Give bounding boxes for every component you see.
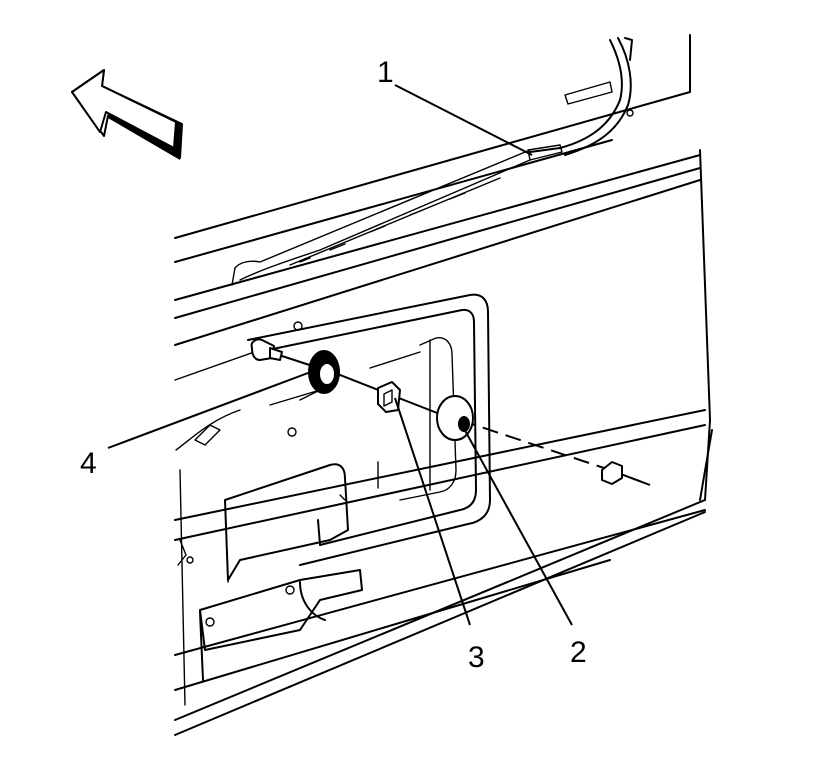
fastener-assembly — [250, 338, 651, 486]
callout-1: 1 — [377, 56, 394, 89]
seal-washer — [308, 350, 340, 394]
upper-weatherstrip — [231, 37, 633, 286]
callout-4: 4 — [80, 447, 97, 480]
callout-2: 2 — [570, 636, 587, 669]
lower-bracket — [177, 109, 634, 681]
liftgate-panel — [174, 34, 713, 736]
callout-leaders — [107, 84, 573, 626]
forward-arrow-icon — [71, 69, 183, 160]
callout-3: 3 — [468, 641, 485, 674]
retainer-clip — [377, 381, 401, 413]
